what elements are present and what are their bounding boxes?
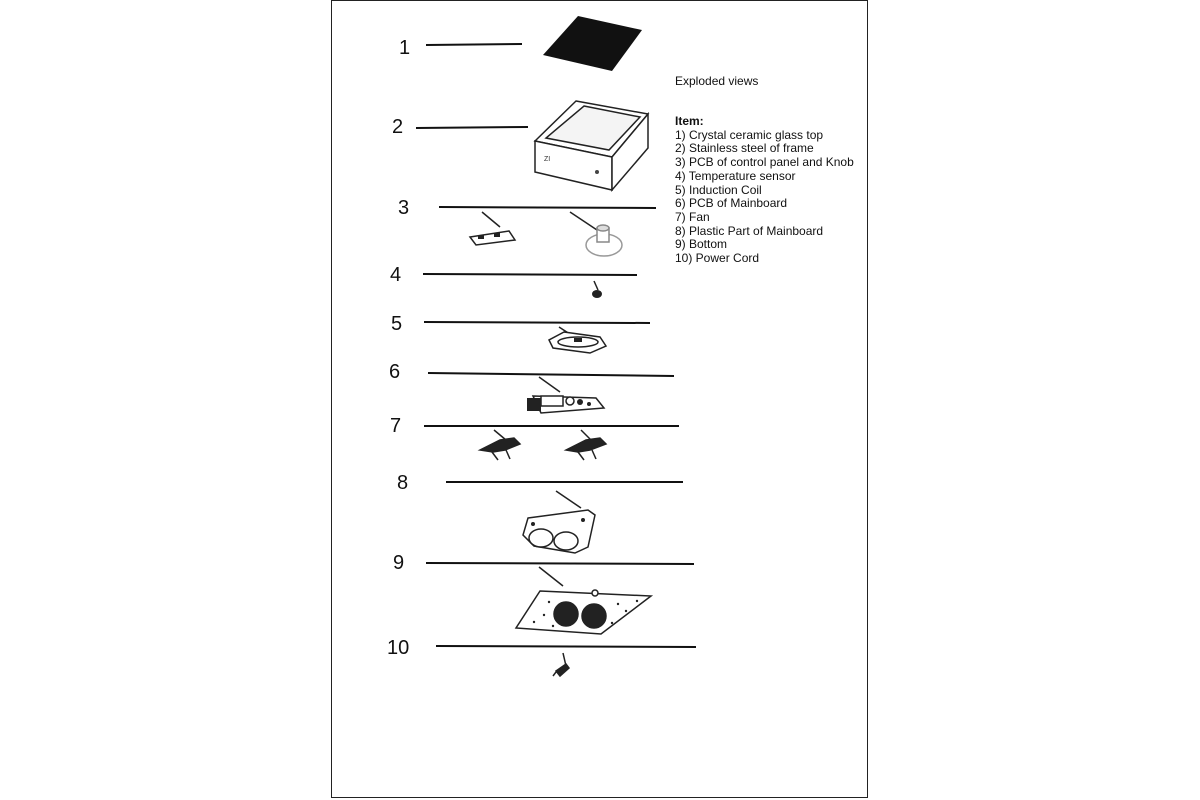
part-number-4: 4	[390, 264, 402, 286]
parts-legend: Item: 1) Crystal ceramic glass top 2) St…	[675, 114, 854, 266]
diagram-title: Exploded views	[675, 74, 759, 88]
mainboard-plastic-part	[522, 490, 596, 554]
legend-heading: Item:	[675, 114, 704, 128]
legend-item: 2) Stainless steel of frame	[675, 141, 814, 156]
separator-line-1	[425, 43, 523, 46]
separator-line-6	[427, 372, 675, 377]
legend-item: 3) PCB of control panel and Knob	[675, 155, 854, 170]
part-number-9: 9	[393, 552, 405, 574]
induction-coil-part	[548, 326, 608, 354]
part-number-6: 6	[389, 361, 401, 383]
part-number-7: 7	[390, 415, 402, 437]
fan-parts	[477, 429, 608, 461]
legend-item: 4) Temperature sensor	[675, 168, 796, 183]
temperature-sensor-part	[592, 280, 602, 298]
separator-line-5	[423, 321, 651, 324]
control-pcb-and-knob-part	[468, 211, 623, 257]
svg-text:ZI: ZI	[544, 156, 550, 163]
part-number-2: 2	[392, 116, 404, 138]
legend-item: 6) PCB of Mainboard	[675, 196, 788, 211]
legend-item: 10) Power Cord	[675, 251, 760, 266]
mainboard-pcb-part	[527, 376, 606, 414]
part-number-8: 8	[397, 472, 409, 494]
separator-line-4	[422, 273, 638, 276]
frame-part: ZI	[533, 100, 650, 193]
part-number-10: 10	[387, 637, 410, 659]
legend-item: 8) Plastic Part of Mainboard	[675, 223, 824, 238]
separator-line-3	[438, 206, 657, 209]
separator-line-2	[415, 126, 529, 129]
part-number-5: 5	[391, 313, 403, 335]
part-number-3: 3	[398, 197, 410, 219]
legend-item: 9) Bottom	[675, 237, 728, 252]
separator-lines	[415, 43, 697, 648]
bottom-part	[514, 566, 654, 635]
legend-item: 1) Crystal ceramic glass top	[675, 127, 824, 142]
separator-line-9	[425, 562, 695, 565]
glass-top-part	[543, 16, 642, 71]
power-cord-part	[552, 652, 571, 678]
legend-item: 7) Fan	[675, 209, 710, 224]
legend-item: 5) Induction Coil	[675, 182, 762, 197]
separator-line-10	[435, 645, 697, 648]
part-number-1: 1	[399, 37, 411, 59]
